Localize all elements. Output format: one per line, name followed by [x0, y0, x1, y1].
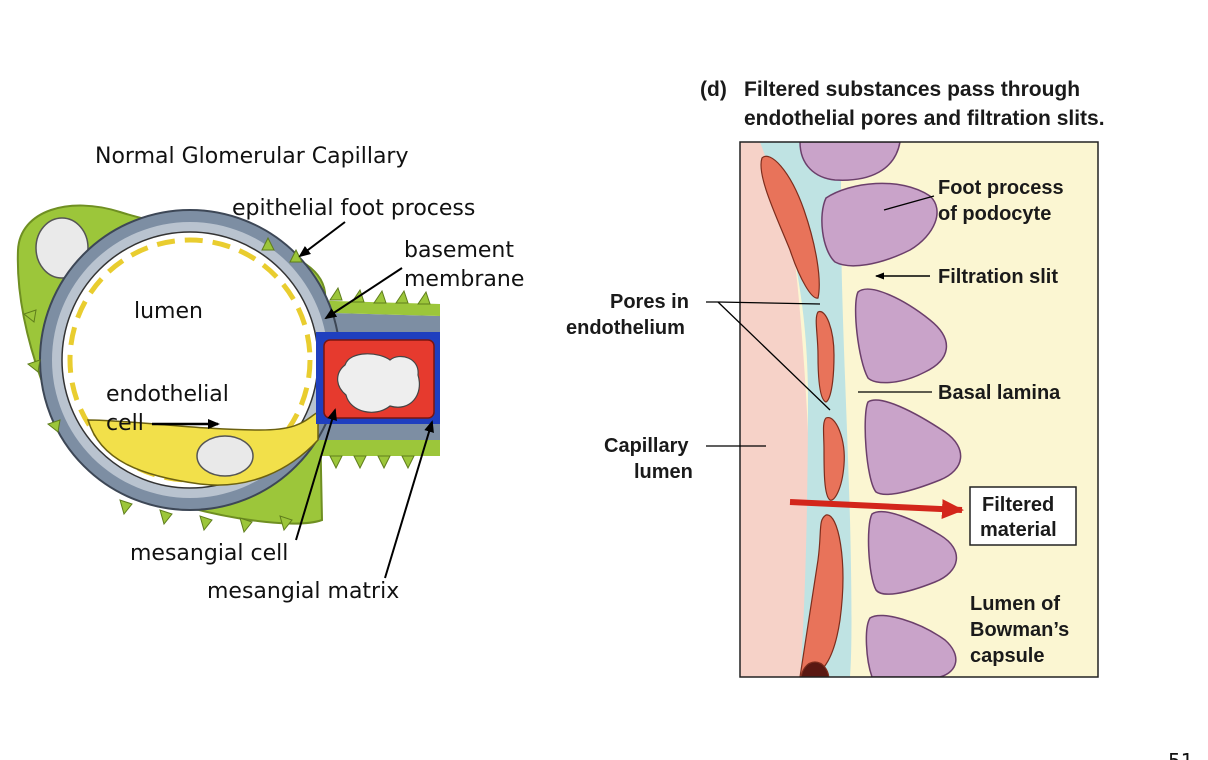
label-basal-lamina: Basal lamina: [938, 382, 1061, 404]
filtered-material-box: [969, 486, 1077, 546]
endothelial-lining: [67, 237, 313, 483]
podocyte-foot-processes: [799, 142, 962, 677]
foot-process-spikes: [22, 236, 431, 534]
capillary-lumen-region: [740, 142, 813, 677]
label-bowman-1: Lumen of: [970, 593, 1060, 615]
label-filtration-slit: Filtration slit: [938, 266, 1058, 288]
right-title-line1: Filtered substances pass through: [744, 78, 1080, 101]
leader-foot-process: [883, 195, 935, 211]
slide-number: 51: [1168, 749, 1193, 760]
label-foot-process-2: of podocyte: [938, 203, 1051, 225]
label-basement-2: membrane: [404, 267, 524, 292]
leader-pores-b: [717, 301, 831, 411]
label-epithelial-foot-process: epithelial foot process: [232, 196, 475, 221]
label-capillary-1: Capillary: [604, 435, 689, 457]
label-pores-2: endothelium: [566, 317, 685, 339]
right-title-line2: endothelial pores and filtration slits.: [744, 107, 1105, 130]
filtration-diagram: (d) Filtered substances pass through end…: [566, 78, 1105, 678]
left-diagram-title: Normal Glomerular Capillary: [95, 144, 409, 169]
label-lumen: lumen: [134, 299, 203, 324]
label-endothelial-1: endothelial: [106, 382, 229, 407]
filtration-arrow: [789, 499, 964, 520]
arrow-mesangial-matrix: [384, 420, 434, 579]
label-capillary-2: lumen: [634, 461, 693, 483]
glomerular-capillary-diagram: Normal Glomerular Capillary: [16, 144, 524, 604]
label-foot-process-1: Foot process: [938, 177, 1064, 199]
endothelial-cells: [760, 155, 845, 677]
label-basement-1: basement: [404, 238, 514, 263]
panel-letter: (d): [700, 78, 727, 101]
label-endothelial-2: cell: [106, 411, 144, 436]
endothelial-nucleus: [196, 435, 254, 477]
label-bowman-2: Bowman’s: [970, 619, 1069, 641]
label-filtered-2: material: [980, 519, 1057, 541]
label-pores-1: Pores in: [610, 291, 689, 313]
label-filtered-1: Filtered: [982, 494, 1054, 516]
mesangial-nucleus: [337, 353, 420, 413]
arrow-mesangial-cell: [295, 408, 337, 541]
arrow-foot-process: [298, 221, 346, 258]
arrow-basement: [324, 267, 403, 320]
label-mesangial-matrix: mesangial matrix: [207, 579, 399, 604]
label-bowman-3: capsule: [970, 645, 1044, 667]
label-mesangial-cell: mesangial cell: [130, 541, 288, 566]
right-diagram-frame: [739, 141, 1099, 678]
